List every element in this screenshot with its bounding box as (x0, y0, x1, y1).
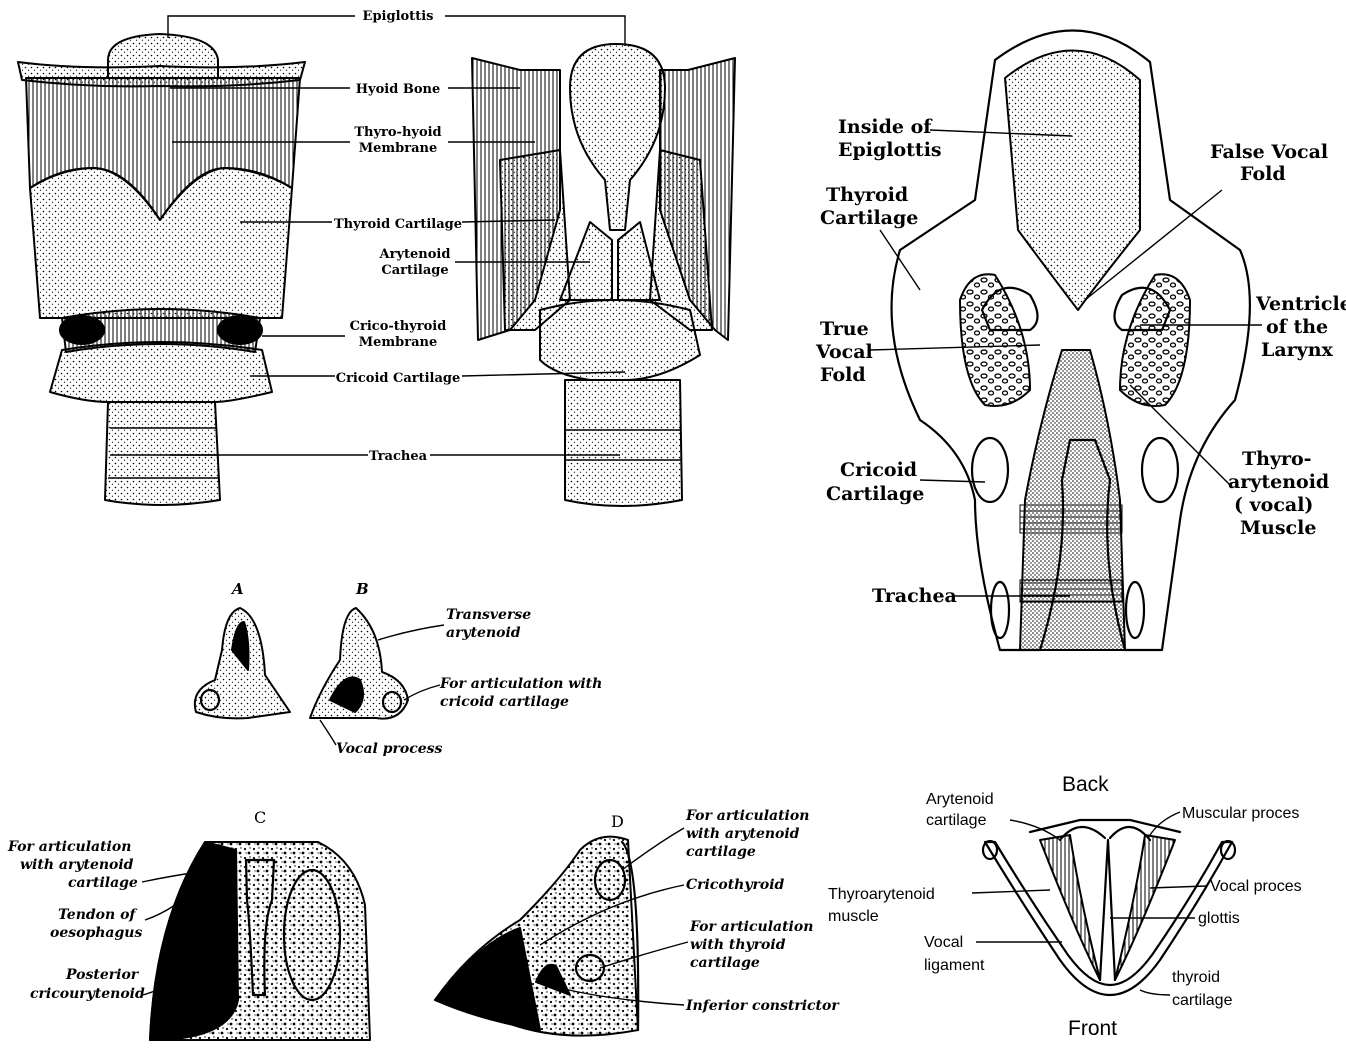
arytenoid-figures: A B (195, 580, 408, 719)
label-trachea-section: Trachea (872, 585, 957, 607)
cricoid-figures: C D (150, 808, 638, 1040)
label-hyoid: Hyoid Bone (356, 82, 440, 97)
label-thyroarytenoid-2: arytenoid (1228, 471, 1329, 493)
letter-c: C (254, 808, 266, 827)
label-vocal-process: Vocal process (336, 741, 443, 757)
d-label-artic-a-1: For articulation (685, 808, 809, 824)
label-transverse-1: Transverse (446, 607, 531, 623)
d-label-artic-a-3: cartilage (686, 844, 756, 860)
label-true-vocal-fold-2: Vocal (815, 341, 873, 363)
d-label-artic-a-2: with arytenoid (686, 826, 800, 842)
c-label-artic-2: with arytenoid (20, 857, 134, 873)
label-thyrohyoid-1: Thyro-hyoid (354, 125, 441, 140)
label-thyroid-cartilage-2: cartilage (1172, 992, 1233, 1009)
letter-d: D (611, 812, 624, 831)
label-thyroarytenoid-1: Thyro- (1242, 448, 1312, 470)
label-thyroid-cartilage-1: Thyroid (826, 184, 908, 206)
label-ventricle-2: of the (1266, 316, 1328, 338)
label-vocal-process: Vocal proces (1210, 878, 1302, 895)
label-ventricle-1: Ventricle (1255, 293, 1346, 315)
label-arytenoid-1: Arytenoid (379, 247, 451, 262)
larynx-coronal-section (892, 30, 1250, 650)
c-label-tendon-2: oesophagus (50, 925, 142, 941)
label-thyrohyoid-2: Membrane (359, 141, 438, 156)
label-glottis: glottis (1198, 910, 1240, 927)
label-vocal-ligament-1: Vocal (924, 934, 963, 951)
label-arytenoid-2: cartilage (926, 812, 987, 829)
label-cricothyroid-1: Crico-thyroid (350, 319, 447, 334)
larynx-back-view (472, 44, 735, 506)
label-arytenoid-2: Cartilage (381, 263, 448, 278)
d-label-cricothyroid: Cricothyroid (686, 877, 785, 893)
cricoid-labels: For articulation with arytenoid cartilag… (7, 808, 840, 1014)
label-back: Back (1062, 773, 1109, 796)
label-vocal-ligament-2: ligament (924, 957, 985, 974)
c-label-post-1: Posterior (65, 967, 140, 983)
label-thyroarytenoid-1: Thyroarytenoid (828, 886, 935, 903)
d-label-artic-t-1: For articulation (689, 919, 813, 935)
label-thyroarytenoid-2: muscle (828, 908, 879, 925)
label-arytenoid-1: Arytenoid (926, 791, 994, 808)
label-articulation-cricoid-2: cricoid cartilage (440, 694, 569, 710)
d-label-inferior: Inferior constrictor (685, 998, 840, 1014)
d-label-artic-t-3: cartilage (690, 955, 760, 971)
label-muscular-process: Muscular proces (1182, 805, 1299, 822)
c-label-artic-3: cartilage (68, 875, 138, 891)
label-thyroarytenoid-4: Muscle (1240, 517, 1316, 539)
label-inside-epiglottis-1: Inside of (838, 116, 933, 138)
label-trachea: Trachea (369, 449, 428, 464)
label-cricoid-cartilage-1: Cricoid (840, 459, 917, 481)
label-ventricle-3: Larynx (1261, 339, 1334, 361)
label-false-vocal-fold-2: Fold (1240, 163, 1286, 185)
label-cricoid-cartilage-2: Cartilage (826, 483, 924, 505)
label-transverse-2: arytenoid (446, 625, 521, 641)
letter-b: B (355, 580, 369, 598)
d-label-artic-t-2: with thyroid (690, 937, 786, 953)
c-label-tendon-1: Tendon of (58, 907, 138, 923)
c-label-artic-1: For articulation (7, 839, 131, 855)
label-articulation-cricoid-1: For articulation with (439, 676, 602, 692)
c-label-post-2: cricourytenoid (30, 986, 145, 1002)
label-false-vocal-fold-1: False Vocal (1210, 141, 1328, 163)
label-thyroarytenoid-3: ( vocal) (1234, 494, 1313, 516)
label-true-vocal-fold-1: True (820, 318, 869, 340)
label-thyroid-cartilage-1: thyroid (1172, 969, 1220, 986)
label-thyroid-cartilage-2: Cartilage (820, 207, 918, 229)
label-inside-epiglottis-2: Epiglottis (838, 139, 942, 161)
larynx-front-view (18, 34, 305, 505)
label-front: Front (1068, 1017, 1117, 1040)
label-cricoid: Cricoid Cartilage (336, 371, 461, 386)
vocal-folds-labels: Back Front Arytenoid cartilage Muscular … (828, 773, 1302, 1040)
label-cricothyroid-2: Membrane (359, 335, 438, 350)
label-epiglottis: Epiglottis (363, 9, 434, 24)
letter-a: A (230, 580, 244, 598)
label-true-vocal-fold-3: Fold (820, 364, 866, 386)
label-thyroid: Thyroid Cartilage (334, 217, 462, 232)
